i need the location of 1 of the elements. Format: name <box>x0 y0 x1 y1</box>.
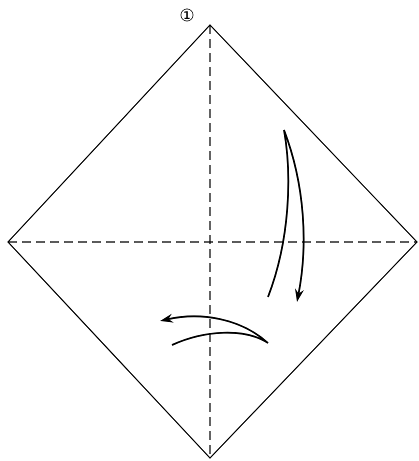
step-number: ① <box>180 8 194 22</box>
